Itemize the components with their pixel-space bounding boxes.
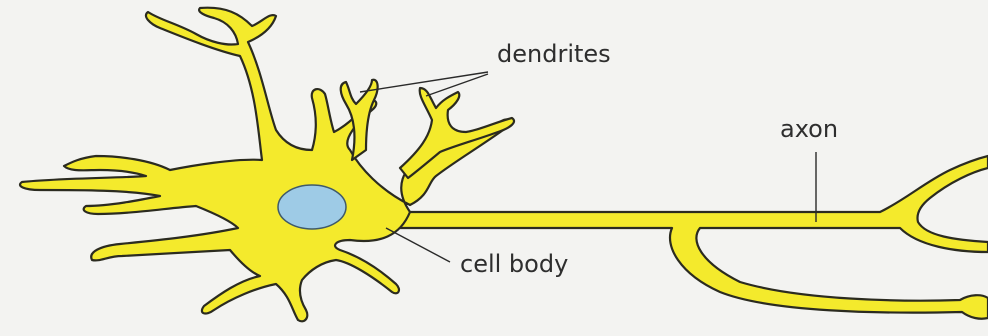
nucleus <box>278 185 346 229</box>
axon-label: axon <box>780 115 838 143</box>
cell-body <box>20 8 510 322</box>
axon <box>400 156 988 319</box>
cell-body-label: cell body <box>460 250 568 278</box>
cell-body-leader <box>386 228 450 262</box>
cell-body-and-dendrites <box>20 8 514 322</box>
dendrite-upper-right <box>400 88 514 178</box>
axon-shaft <box>400 156 988 319</box>
dendrites-label: dendrites <box>497 40 611 68</box>
